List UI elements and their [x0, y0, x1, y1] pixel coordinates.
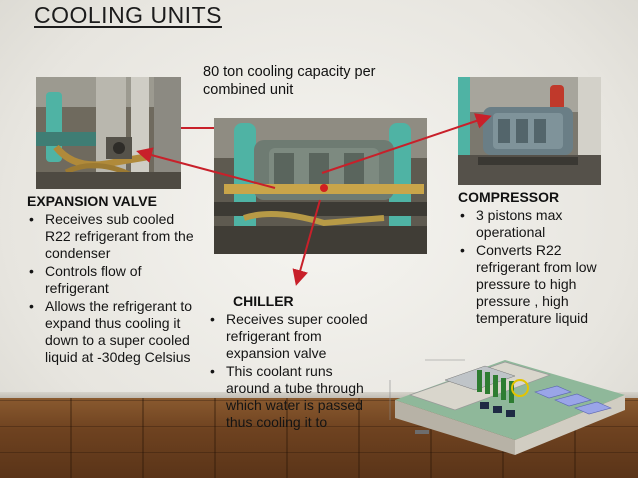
- bullet-item: Receives super cooled refrigerant from e…: [208, 311, 373, 362]
- slide-title: COOLING UNITS: [34, 2, 222, 28]
- compressor-photo: [458, 77, 601, 185]
- chiller-heading: CHILLER: [233, 293, 294, 309]
- chiller-photo: [214, 118, 427, 254]
- expansion-valve-heading: EXPANSION VALVE: [27, 193, 157, 209]
- chiller-bullets: Receives super cooled refrigerant from e…: [208, 311, 373, 431]
- bullet-item: Allows the refrigerant to expand thus co…: [27, 298, 197, 366]
- capacity-caption: 80 ton cooling capacity per combined uni…: [203, 64, 376, 98]
- compressor-bullets: 3 pistons max operational Converts R22 r…: [458, 207, 628, 327]
- bullet-item: Converts R22 refrigerant from low pressu…: [458, 242, 628, 327]
- bullet-item: Controls flow of refrigerant: [27, 263, 197, 297]
- cooling-plant-3d-render: [385, 340, 638, 455]
- expansion-valve-section: EXPANSION VALVE Receives sub cooled R22 …: [27, 193, 197, 367]
- chiller-section: CHILLER Receives super cooled refrigeran…: [208, 293, 373, 432]
- bullet-item: 3 pistons max operational: [458, 207, 628, 241]
- bullet-item: Receives sub cooled R22 refrigerant from…: [27, 211, 197, 262]
- expansion-valve-bullets: Receives sub cooled R22 refrigerant from…: [27, 211, 197, 366]
- compressor-heading: COMPRESSOR: [458, 189, 560, 205]
- bullet-item: This coolant runs around a tube through …: [208, 363, 373, 431]
- expansion-valve-photo: [36, 77, 181, 189]
- compressor-section: COMPRESSOR 3 pistons max operational Con…: [458, 189, 628, 328]
